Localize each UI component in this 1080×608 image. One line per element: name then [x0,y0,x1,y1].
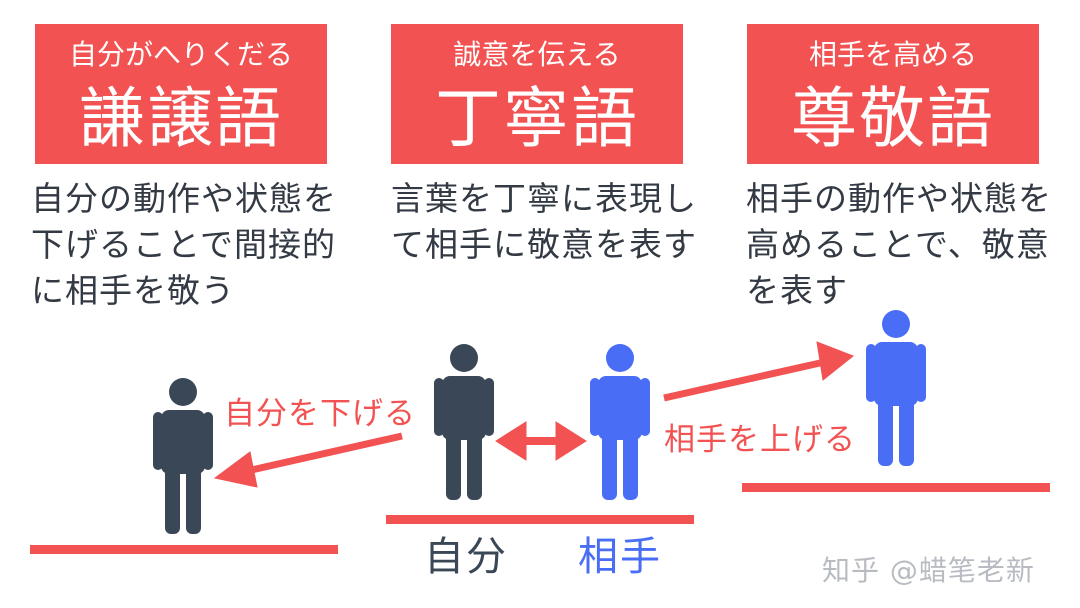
card-sonkeigo-subtitle: 相手を高める [808,38,977,71]
description-kenjougo: 自分の動作や状態を 下げることで間接的 に相手を敬う [31,179,337,310]
card-sonkeigo: 相手を高める 尊敬語 [747,24,1039,164]
ground-line-mid [386,515,694,524]
bottom-label-self: 自分 [424,534,508,580]
ground-line-low [30,545,338,554]
raise-arrow [663,341,854,402]
card-sonkeigo-title: 尊敬語 [791,80,995,157]
person-figure-raised [866,310,926,466]
card-kenjougo-subtitle: 自分がへりくだる [68,38,293,71]
bottom-label-other: 相手 [578,534,662,580]
card-teineigo-title: 丁寧語 [435,80,639,157]
card-kenjougo-title: 謙譲語 [79,80,283,157]
label-raise-other: 相手を上げる [664,422,856,458]
double-arrow [495,421,587,461]
ground-line-high [742,483,1050,492]
person-figure-lowered [153,378,213,534]
description-teineigo: 言葉を丁寧に表現し て相手に敬意を表す [391,179,697,264]
person-figure-self [434,344,494,500]
label-lower-self: 自分を下げる [224,396,416,432]
card-teineigo: 誠意を伝える 丁寧語 [391,24,683,164]
lower-arrow [213,432,403,488]
watermark: 知乎 @蜡笔老新 [822,554,1035,587]
description-sonkeigo: 相手の動作や状態を 高めることで、敬意 を表す [746,179,1052,310]
card-teineigo-subtitle: 誠意を伝える [453,38,621,71]
person-figure-other [590,344,650,500]
card-kenjougo: 自分がへりくだる 謙譲語 [35,24,327,164]
